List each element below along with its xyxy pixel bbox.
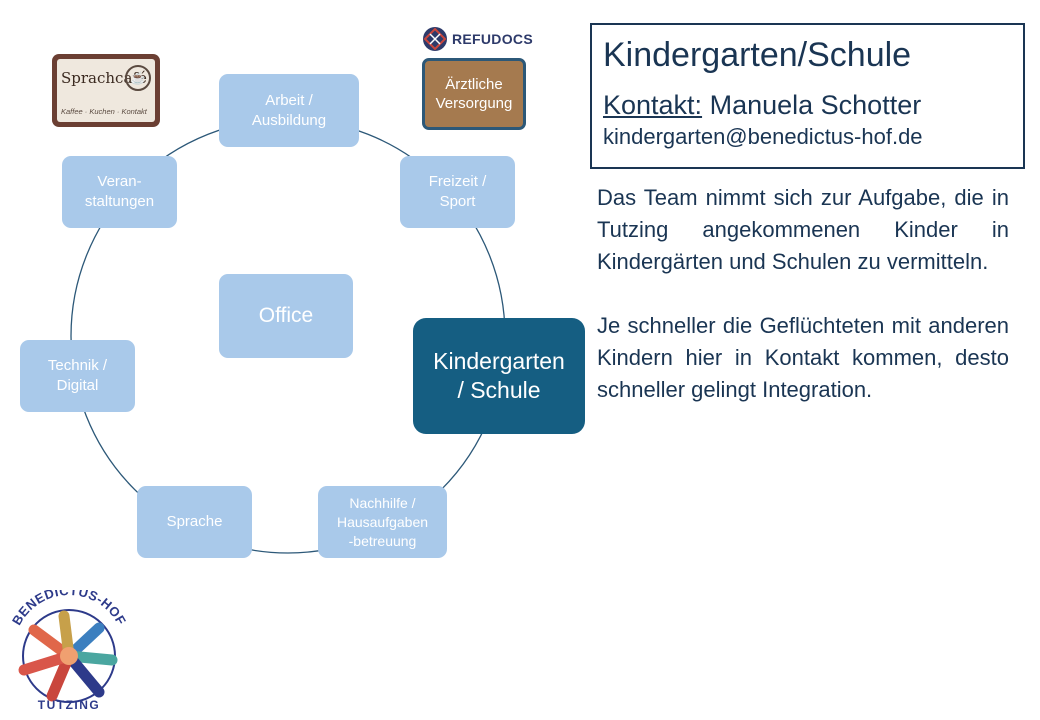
globe-icon — [423, 27, 447, 51]
node-line: Digital — [56, 377, 99, 394]
node-line: staltungen — [84, 193, 155, 210]
node-line: / Schule — [457, 377, 541, 403]
node-line: Veran- — [97, 173, 142, 190]
node-label: Freizeit / Sport — [429, 172, 487, 212]
contact-label: Kontakt: — [603, 90, 703, 120]
node-line: Hausaufgaben — [336, 513, 429, 530]
node-sprache[interactable]: Sprache — [137, 486, 252, 558]
node-line: Arbeit / — [265, 91, 313, 109]
description-paragraph: Je schneller die Geflüchteten mit andere… — [597, 313, 1009, 402]
node-label: Arbeit / Ausbildung — [252, 91, 326, 131]
node-line: Technik / — [47, 357, 108, 374]
refudocs-logo: REFUDOCS — [422, 26, 533, 54]
node-line: Nachhilfe / — [349, 494, 416, 511]
card-line: Ärztliche — [445, 76, 503, 93]
sprachcafe-logo: Sprachcafé ☕ Kaffee · Kuchen · Kontakt — [52, 54, 160, 127]
node-label: Kindergarten / Schule — [433, 347, 565, 405]
contact-line: Kontakt: Manuela Schotter — [603, 89, 1011, 121]
node-line: Kindergarten — [433, 348, 565, 374]
node-line: Office — [258, 304, 314, 327]
contact-name: Manuela Schotter — [709, 90, 922, 120]
node-office[interactable]: Office — [219, 274, 353, 358]
contact-email[interactable]: kindergarten@benedictus-hof.de — [603, 124, 923, 149]
page-title: Kindergarten/Schule — [603, 36, 912, 74]
contact-box: Kindergarten/Schule Kontakt: Manuela Sch… — [590, 23, 1025, 169]
logo-bottom-text: TUTZING — [38, 698, 101, 712]
node-line: Ausbildung — [251, 111, 327, 129]
aerztliche-versorgung-card[interactable]: Ärztliche Versorgung — [422, 58, 526, 130]
refudocs-name: REFUDOCS — [452, 31, 533, 47]
description-paragraph: Das Team nimmt sich zur Aufgabe, die in … — [597, 185, 1009, 274]
node-arbeit[interactable]: Arbeit / Ausbildung — [219, 74, 359, 147]
node-freizeit[interactable]: Freizeit / Sport — [400, 156, 515, 228]
node-line: -betreuung — [348, 532, 417, 549]
node-line: Sprache — [166, 513, 223, 530]
cup-icon: ☕ — [125, 65, 151, 91]
benedictus-hof-logo: BENEDICTUS-HOF TUTZING — [9, 590, 129, 712]
card-line: Versorgung — [435, 95, 513, 112]
description: Das Team nimmt sich zur Aufgabe, die in … — [597, 182, 1009, 406]
node-label: Veran-staltungen — [85, 172, 154, 212]
node-line: Freizeit / — [428, 173, 487, 190]
node-veranstaltungen[interactable]: Veran-staltungen — [62, 156, 177, 228]
node-nachhilfe[interactable]: Nachhilfe / Hausaufgaben -betreuung — [318, 486, 447, 558]
node-label: Technik / Digital — [48, 356, 107, 396]
node-label: Sprache — [167, 512, 223, 532]
node-line: Sport — [439, 193, 476, 210]
sprachcafe-tagline: Kaffee · Kuchen · Kontakt — [61, 107, 147, 116]
node-kindergarten[interactable]: Kindergarten / Schule — [413, 318, 585, 434]
node-label: Nachhilfe / Hausaufgaben -betreuung — [337, 494, 428, 551]
node-technik[interactable]: Technik / Digital — [20, 340, 135, 412]
node-label: Office — [258, 304, 314, 327]
